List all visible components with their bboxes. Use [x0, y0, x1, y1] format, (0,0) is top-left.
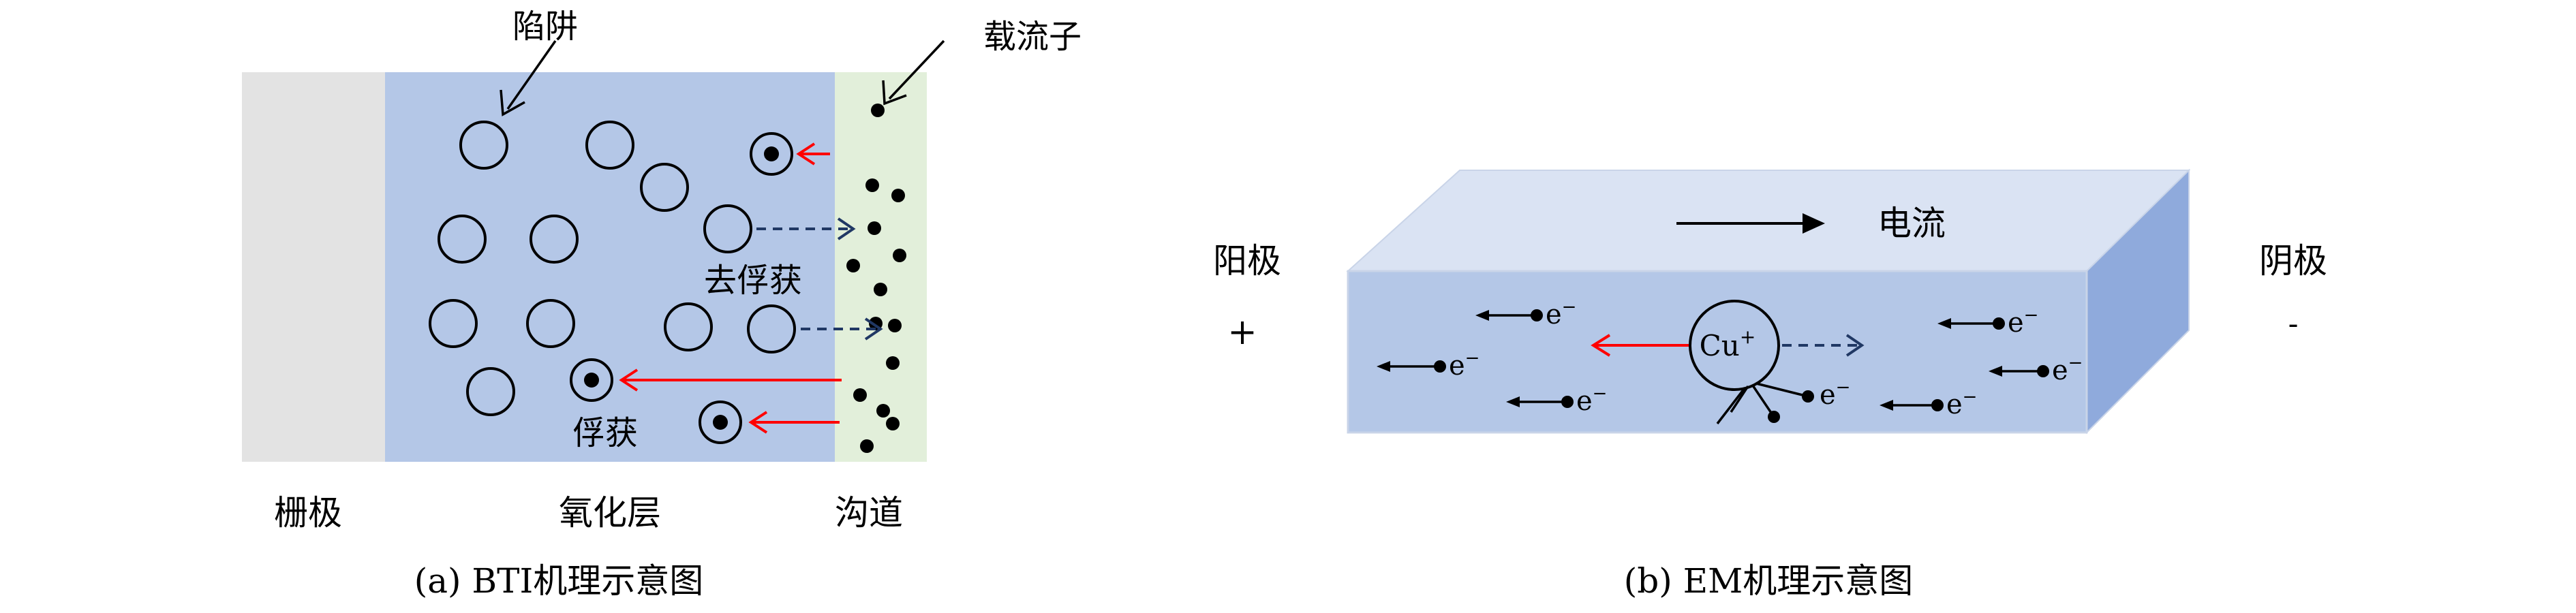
svg-text:e−: e− [2052, 353, 2083, 386]
panel-b-em: 电流 阳极 + 阴极 - Cu+ e− [1213, 168, 2327, 601]
cu-ion [1689, 300, 1780, 391]
current-label: 电流 [1877, 204, 1946, 243]
channel-label: 沟道 [835, 493, 903, 533]
trap [530, 215, 579, 264]
panel-a-bti: 陷阱 载流子 去俘获 俘获 栅极 氧化层 沟道 (a) BTI机理示意图 [242, 7, 1082, 601]
trap [640, 163, 689, 212]
trap [747, 304, 796, 353]
svg-text:e−: e− [1576, 383, 1607, 417]
electron: e− [1506, 383, 1607, 417]
svg-text:e−: e− [1449, 348, 1479, 381]
box-front-face [1347, 270, 2088, 434]
electron: e− [1880, 387, 1977, 420]
capture-arrows [619, 142, 842, 434]
cathode-sign: - [2288, 306, 2299, 341]
anode-sign: + [1227, 312, 1257, 353]
trap [703, 204, 752, 253]
trap [526, 299, 575, 348]
pointer-lines [500, 40, 945, 116]
carriers [846, 104, 906, 453]
trap [585, 121, 634, 170]
svg-text:e−: e− [1546, 297, 1576, 330]
caption-b: (b) EM机理示意图 [1624, 561, 1914, 601]
carrier-label: 载流子 [983, 18, 1082, 56]
electron-label: e− [1820, 377, 1850, 411]
trap [664, 302, 713, 351]
empty-traps [429, 121, 796, 416]
cathode-label: 阴极 [2259, 241, 2327, 281]
cu-label: Cu+ [1700, 326, 1756, 362]
detrap-arrows [756, 217, 883, 341]
caption-a: (a) BTI机理示意图 [414, 561, 704, 601]
electron: e− [1475, 297, 1576, 330]
oxide-label: 氧化层 [559, 493, 661, 533]
trap [466, 367, 515, 416]
electron: e− [1377, 348, 1479, 381]
capture-label: 俘获 [572, 414, 638, 452]
gate-region [242, 72, 385, 462]
anode-label: 阳极 [1213, 241, 1281, 281]
filled-traps [570, 132, 793, 444]
trap-label: 陷阱 [512, 7, 578, 46]
svg-text:e−: e− [2008, 305, 2038, 339]
electrons: e− e− e− e− [1377, 297, 2083, 420]
collision-lines [1716, 382, 1809, 425]
electron: e− [1937, 305, 2038, 339]
electron: e− [1989, 353, 2083, 386]
trap [438, 215, 487, 264]
trap [459, 121, 508, 170]
svg-text:e−: e− [1946, 387, 1977, 420]
box-top-face [1346, 170, 2191, 272]
gate-label: 栅极 [274, 493, 342, 533]
trap [429, 299, 478, 348]
detrap-label: 去俘获 [704, 262, 802, 300]
